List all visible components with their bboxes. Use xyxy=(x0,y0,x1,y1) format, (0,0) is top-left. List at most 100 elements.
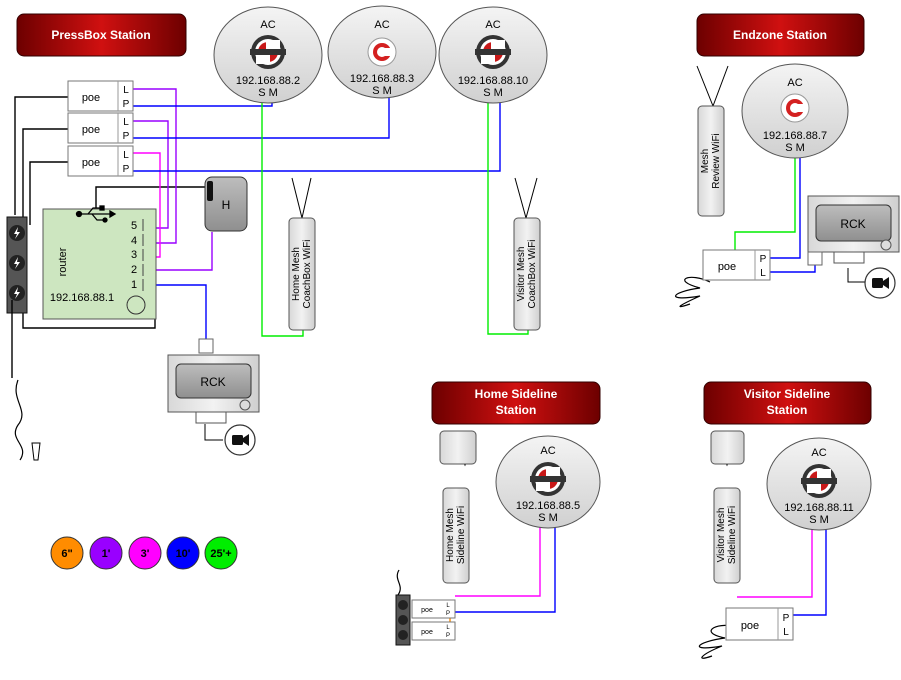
home-sideline-station-title-line1: Home Sideline xyxy=(475,387,558,401)
poe-injector-2: poe L P xyxy=(67,112,134,144)
pressbox-station-header: PressBox Station xyxy=(16,13,187,57)
power-outlet-icon xyxy=(9,255,25,271)
poe-label: poe xyxy=(82,157,100,169)
router: router 192.168.88.1 5 4 3 2 1 xyxy=(42,205,157,320)
ac-sm: S M xyxy=(372,85,392,97)
poe-label: poe xyxy=(741,620,759,632)
router-port-5: 5 xyxy=(131,220,137,232)
wires xyxy=(14,65,865,659)
ac-label: AC xyxy=(260,19,275,31)
router-port-1: 1 xyxy=(131,279,137,291)
power-outlet-icon xyxy=(9,285,25,301)
legend-item: 10' xyxy=(166,536,200,570)
ac-label: AC xyxy=(374,19,389,31)
ac-unit-3: AC 192.168.88.10 S M xyxy=(438,6,548,104)
pressbox-station-title: PressBox Station xyxy=(51,28,150,42)
ac-sm: S M xyxy=(483,87,503,99)
mesh-review: Mesh Review WiFi xyxy=(697,105,725,217)
legend-label: 1' xyxy=(102,548,111,560)
hub: H xyxy=(204,176,248,232)
router-power-jack-icon xyxy=(126,295,146,315)
mesh-label-line2: CoachBox WiFi xyxy=(527,240,538,309)
mesh-label-line1: Mesh xyxy=(700,149,711,173)
router-ip: 192.168.88.1 xyxy=(50,292,114,304)
ac-sm: S M xyxy=(538,512,558,524)
legend-label: 10' xyxy=(176,548,191,560)
legend-item: 6" xyxy=(50,536,84,570)
ac-unit-6: AC 192.168.88.11 S M xyxy=(766,437,872,531)
ac-ip: 192.168.88.5 xyxy=(516,500,580,512)
ac-label: AC xyxy=(811,447,826,459)
poe-injector-home-sideline-2: poe L P xyxy=(411,621,456,641)
camera-icon xyxy=(864,267,896,299)
mesh-home-sideline: Home Mesh Sideline WiFi xyxy=(439,430,477,584)
rck-label: RCK xyxy=(840,217,865,231)
ac-sm: S M xyxy=(785,142,805,154)
poe-injector-home-sideline-1: poe L P xyxy=(411,599,456,619)
ac-unit-5: AC 192.168.88.5 S M xyxy=(495,435,601,529)
poe-p-port: P xyxy=(783,613,790,624)
poe-injector-visitor-sideline: poe P L xyxy=(725,607,794,641)
ac-ip: 192.168.88.2 xyxy=(236,75,300,87)
hub-label: H xyxy=(222,198,231,212)
usb-icon xyxy=(75,205,117,223)
visitor-sideline-station-title-line2: Station xyxy=(767,403,808,417)
ac-unit-2: AC 192.168.88.3 S M xyxy=(327,5,437,99)
brand-logo-icon xyxy=(367,37,397,67)
poe-p-port: P xyxy=(123,164,130,175)
mesh-label-line2: Sideline WiFi xyxy=(456,506,467,564)
poe-p-port: P xyxy=(123,99,130,110)
legend-item: 25'+ xyxy=(204,536,238,570)
mesh-visitor-coachbox: Visitor Mesh CoachBox WiFi xyxy=(513,217,541,331)
poe-label: poe xyxy=(421,607,433,614)
home-sideline-station-title-line2: Station xyxy=(496,403,537,417)
poe-p-port: P xyxy=(123,131,130,142)
cable-length-legend: 6" 1' 3' 10' 25'+ xyxy=(50,536,238,570)
power-strip-pressbox xyxy=(6,216,41,461)
mesh-label-line2: CoachBox WiFi xyxy=(302,240,313,309)
poe-l-port: L xyxy=(446,603,450,609)
ac-sm: S M xyxy=(258,87,278,99)
legend-item: 3' xyxy=(128,536,162,570)
poe-injector-endzone: poe P L xyxy=(702,249,771,281)
ac-ip: 192.168.88.11 xyxy=(784,502,854,514)
ac-unit-1: AC 192.168.88.2 S M xyxy=(213,6,323,104)
ac-label: AC xyxy=(540,445,555,457)
poe-p-port: P xyxy=(446,633,450,639)
ac-ip: 192.168.88.3 xyxy=(350,73,414,85)
power-outlet-icon xyxy=(9,225,25,241)
power-strip-home-sideline xyxy=(395,594,411,646)
visitor-sideline-station-title-line1: Visitor Sideline xyxy=(744,387,831,401)
poe-l-port: L xyxy=(123,117,129,128)
legend-label: 6" xyxy=(61,548,72,560)
ac-label: AC xyxy=(485,19,500,31)
router-port-3: 3 xyxy=(131,249,137,261)
poe-p-port: P xyxy=(446,611,450,617)
rck-endzone: RCK xyxy=(807,195,900,299)
endzone-station-header: Endzone Station xyxy=(696,13,865,57)
mesh-label-line1: Home Mesh xyxy=(291,247,302,301)
rck-pressbox: RCK xyxy=(167,338,260,456)
router-port-2: 2 xyxy=(131,264,137,276)
ac-sm: S M xyxy=(809,514,829,526)
poe-label: poe xyxy=(82,92,100,104)
poe-l-port: L xyxy=(760,268,766,279)
home-sideline-station-header: Home Sideline Station xyxy=(431,381,601,425)
legend-label: 3' xyxy=(141,548,150,560)
rck-label: RCK xyxy=(200,375,225,389)
router-port-4: 4 xyxy=(131,235,137,247)
mesh-label-line2: Review WiFi xyxy=(711,133,722,189)
poe-l-port: L xyxy=(123,85,129,96)
endzone-station-title: Endzone Station xyxy=(733,28,827,42)
poe-injector-3: poe L P xyxy=(67,145,134,177)
poe-label: poe xyxy=(82,124,100,136)
mesh-visitor-sideline: Visitor Mesh Sideline WiFi xyxy=(710,430,745,584)
mesh-label-line2: Sideline WiFi xyxy=(727,506,738,564)
mesh-label-line1: Home Mesh xyxy=(445,508,456,562)
mesh-label-line1: Visitor Mesh xyxy=(516,247,527,302)
mesh-home-coachbox: Home Mesh CoachBox WiFi xyxy=(288,217,316,331)
poe-l-port: L xyxy=(446,625,450,631)
camera-icon xyxy=(224,424,256,456)
ac-label: AC xyxy=(787,77,802,89)
